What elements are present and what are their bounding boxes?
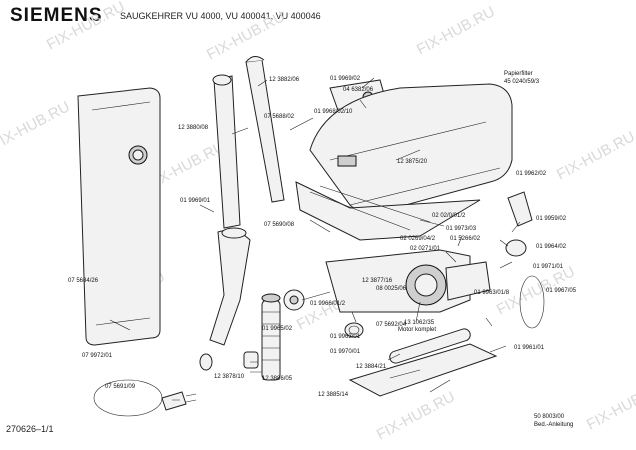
handle-tube-part (245, 56, 285, 203)
nozzle-arm-part (209, 227, 251, 346)
part-number-label: 12 3884/21 (356, 364, 387, 370)
part-number-label: 12 3886/05 (262, 376, 293, 382)
part-number-label: 07 5684/26 (68, 278, 99, 284)
part-number-label: 01 9970/01 (330, 349, 361, 355)
bracket-part (507, 191, 533, 227)
motor-unit-part (325, 249, 491, 313)
flexible-hose-part (261, 293, 281, 381)
part-labels: 12 3882/06 01 9969/02 04 6382/06 01 9968… (68, 71, 577, 428)
part-number-label: 01 9973/03 (446, 226, 477, 232)
gasket-part (505, 239, 527, 257)
part-number-label: 07 5692/04 (376, 322, 407, 328)
watermark-text: FIX-HUB.RU (374, 388, 458, 443)
brand-logo: SIEMENS (10, 5, 103, 26)
part-number-label: 08 0025/06 (376, 286, 407, 292)
part-number-label: 02 02/0/01/2 (432, 213, 466, 219)
watermark-text: FIX-HUB.RU (0, 98, 73, 153)
watermark-text: FIX-HUB.RU (204, 8, 288, 63)
filter-label: Papierfilter (504, 71, 533, 77)
roller-wheel-part (283, 289, 305, 311)
watermark-text: FIX-HUB.RU (584, 378, 636, 433)
leader-lines (109, 77, 521, 401)
part-number-label: 07 5688/02 (264, 114, 295, 120)
part-number-label: 50 8003/00 (534, 414, 565, 420)
power-cord-part (93, 379, 197, 417)
seal-ring-part (344, 322, 364, 338)
part-number-label: 45 0240/59/3 (504, 79, 540, 85)
watermark-text: FIX-HUB.RU (554, 128, 636, 183)
dust-bag-part (77, 87, 161, 346)
watermark-text: FIX-HUB.RU (44, 0, 128, 54)
part-number-label: 07 9972/01 (82, 353, 113, 359)
part-number-label: 12 3877/16 (362, 278, 393, 284)
watermark-text: FIX-HUB.RU (414, 3, 498, 58)
part-number-label: 01 9966/01/2 (310, 301, 346, 307)
part-number-label: 01 9971/01 (533, 264, 564, 270)
part-number-label: 01 9962/02 (516, 171, 547, 177)
part-number-label: 12 3880/08 (178, 125, 209, 131)
part-number-label: 01 9963/01 (330, 334, 361, 340)
base-housing-part (295, 181, 481, 241)
drive-belt-part (519, 275, 545, 329)
part-number-label: 01 9969/02 (330, 76, 361, 82)
part-number-label: 01 9961/01 (514, 345, 545, 351)
part-number-label: 01 9965/02 (262, 326, 293, 332)
part-number-label: 01 9964/02 (536, 244, 567, 250)
part-number-label: 12 3875/20 (397, 159, 428, 165)
motor-label: Motor komplet (398, 327, 436, 333)
diagram-title: SAUGKEHRER VU 4000, VU 400041, VU 400046 (120, 11, 321, 21)
base-plate-part (348, 343, 498, 397)
filter-plug-part (243, 351, 259, 369)
part-number-label: 07 5691/09 (105, 384, 136, 390)
part-number-label: 04 6382/06 (343, 87, 374, 93)
part-number-label: 01 9959/02 (536, 216, 567, 222)
document-id: 270626–1/1 (6, 424, 54, 434)
part-number-label: 01 9969/01 (180, 198, 211, 204)
housing-cover-part (309, 83, 513, 214)
part-number-label: 01 5266/02 (450, 236, 481, 242)
part-number-label: 01 9968/02/10 (314, 109, 353, 115)
part-number-label: 13 1062/35 (404, 320, 435, 326)
part-number-label: 02 0269/04/2 (400, 236, 436, 242)
part-number-label: 12 3878/10 (214, 374, 245, 380)
manual-label: Bed.-Anleitung (534, 422, 573, 428)
part-number-label: 12 3882/06 (269, 77, 300, 83)
part-number-label: 01 9967/05 (546, 288, 577, 294)
extension-tube-part (212, 74, 241, 229)
part-number-label: 01 9963/01/8 (474, 290, 510, 296)
part-number-label: 07 5690/08 (264, 222, 295, 228)
part-number-label: 12 3885/14 (318, 392, 349, 398)
part-number-label: 02 0271/01 (410, 246, 441, 252)
grommet-part (199, 353, 213, 371)
